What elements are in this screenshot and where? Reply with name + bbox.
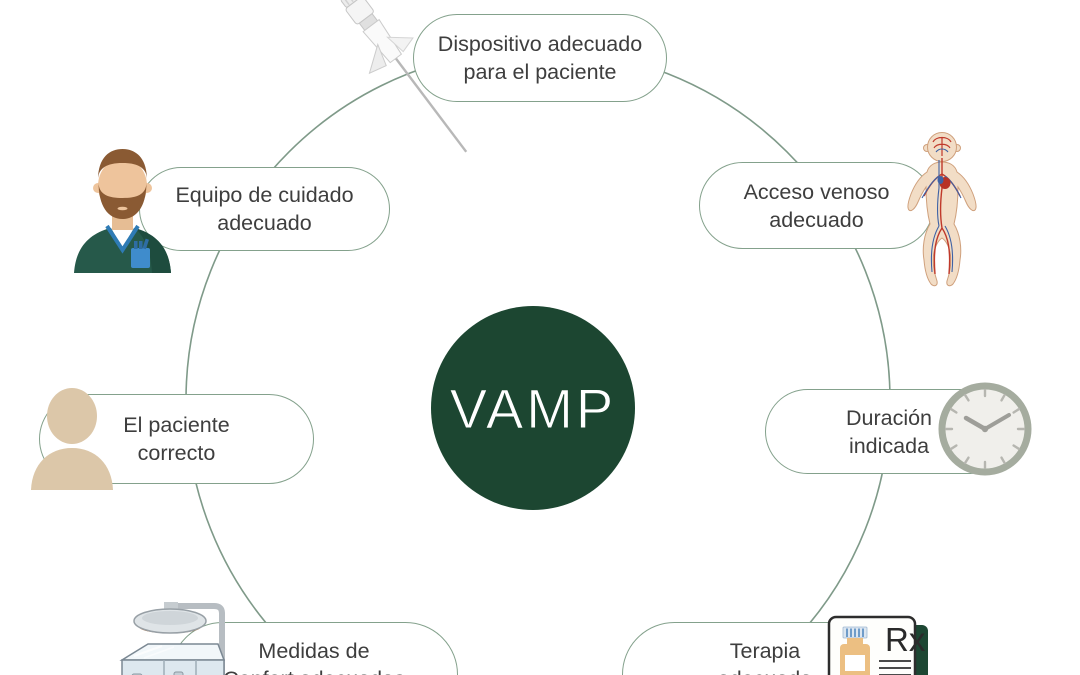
node-label: Medidas de — [258, 639, 370, 663]
node-label: Confort adecuadas — [223, 665, 405, 675]
node-label: para el paciente — [463, 60, 617, 84]
vamp-center-badge: VAMP — [431, 306, 635, 510]
vamp-title: VAMP — [449, 376, 617, 440]
node-label: Duración — [845, 405, 933, 430]
iv-catheter-icon — [340, 0, 468, 153]
patient-silhouette-icon — [31, 388, 113, 490]
incubator-icon — [119, 602, 226, 675]
node-equipo-cuidado: Equipo de cuidado adecuado — [139, 167, 390, 251]
node-label: Equipo de cuidado — [175, 183, 354, 207]
node-dispositivo-adecuado: Dispositivo adecuado para el paciente — [413, 14, 667, 102]
node-label: Dispositivo adecuado — [437, 32, 643, 56]
node-label: adecuado — [769, 207, 864, 232]
node-label: El paciente — [123, 413, 230, 437]
node-label: Acceso venoso — [743, 179, 890, 204]
node-label: adecuado — [217, 211, 312, 235]
nurse-icon — [74, 149, 171, 273]
node-label: indicada — [848, 433, 930, 458]
node-label: correcto — [137, 441, 216, 465]
clock-icon — [938, 382, 1032, 476]
node-label: adecuada — [718, 665, 812, 675]
infant-vascular-icon — [907, 132, 977, 287]
rx-symbol: Rx — [885, 621, 926, 658]
node-acceso-venoso: Acceso venoso adecuado — [699, 162, 934, 249]
prescription-icon: Rx — [827, 615, 928, 675]
node-label: Terapia — [729, 639, 801, 663]
